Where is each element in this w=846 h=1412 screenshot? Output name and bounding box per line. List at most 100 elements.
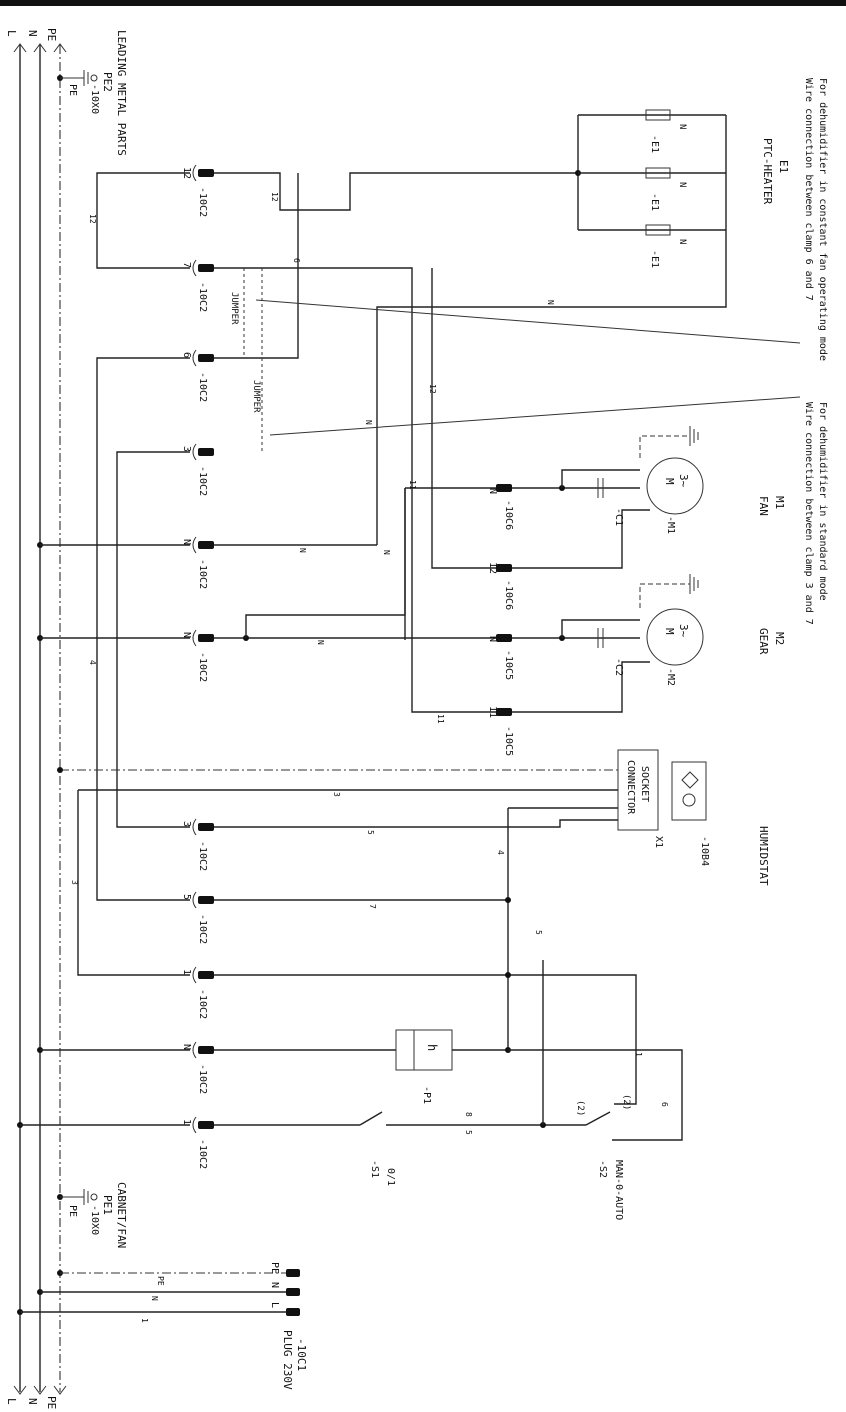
svg-text:8: 8 — [464, 1112, 473, 1117]
svg-text:N: N — [382, 550, 391, 555]
svg-text:-E1: -E1 — [649, 250, 660, 268]
terminal-10c2-label: -10C2 — [197, 466, 208, 496]
svg-text:4: 4 — [496, 850, 505, 855]
notes: Wire connection between clamp 6 and 7 Fo… — [803, 78, 828, 625]
svg-text:N: N — [487, 488, 498, 494]
terminal-10c2-label: -10C2 — [197, 372, 208, 402]
terminal-10c2-pin: N — [181, 539, 192, 545]
humidistat-ref: -10B4 — [699, 836, 710, 866]
terminal-10c2-label: -10C2 — [197, 187, 208, 217]
svg-text:N: N — [316, 640, 325, 645]
pe2-tag: -10X0 — [89, 84, 100, 114]
humidistat-title: HUMIDSTAT — [757, 826, 770, 886]
terminal-hook — [192, 1116, 197, 1134]
fan-sub: M1 — [773, 496, 786, 509]
wiring-upper: JUMPER JUMPER — [37, 115, 801, 901]
plug-ref: -10C1 — [295, 1338, 308, 1371]
pe2-name: PE2 — [101, 72, 114, 92]
svg-text:N: N — [546, 300, 555, 305]
supply-rails — [13, 43, 67, 1395]
pe1-name: PE1 — [101, 1195, 114, 1215]
svg-text:-10C5: -10C5 — [503, 650, 514, 680]
wiring-lower: h -P1 -S1 0/1 -S2 MAN-0-AUTO (2) (2) — [17, 897, 683, 1220]
svg-text:N: N — [677, 239, 687, 244]
terminal-10c2-label: -10C2 — [197, 1064, 208, 1094]
fan-title: FAN — [757, 496, 770, 516]
terminal-hook — [192, 349, 197, 367]
terminal-10c2-label: -10C2 — [197, 914, 208, 944]
plug-10c1: L N PE 1 N PE PLUG 230V -10C1 — [17, 1262, 308, 1390]
terminal-hook — [192, 629, 197, 647]
pe1-desc: CABNET/FAN — [115, 1182, 128, 1248]
rail-label-N-bottom: N — [26, 1398, 39, 1405]
s1-sub: 0/1 — [385, 1168, 396, 1186]
terminal-block-10c2: 12-10C27-10C26-10C23-10C2N-10C2N-10C23-1… — [181, 164, 214, 1169]
connector-socket-x1: CONNECTOR SOCKET X1 -10B4 HUMIDSTAT — [57, 749, 770, 1050]
s2-label: -S2 — [597, 1160, 608, 1178]
svg-text:-E1: -E1 — [649, 135, 660, 153]
plug-pin-PE: PE — [269, 1262, 280, 1274]
terminal-10c2-label: -10C2 — [197, 1139, 208, 1169]
svg-text:5: 5 — [366, 830, 375, 835]
s1-label: -S1 — [369, 1160, 380, 1178]
pe1-tag: -10X0 — [89, 1205, 100, 1235]
svg-text:1: 1 — [634, 1052, 643, 1057]
terminal-10c2-block — [198, 896, 214, 904]
svg-text:SOCKET: SOCKET — [639, 766, 650, 802]
svg-text:12: 12 — [428, 384, 437, 394]
rail-label-N-top: N — [26, 30, 39, 37]
svg-text:5: 5 — [464, 1130, 473, 1135]
terminal-10c2-block — [198, 448, 214, 456]
terminal-hook — [192, 891, 197, 909]
pe2-desc: LEADING METAL PARTS — [115, 30, 128, 156]
svg-text:PE: PE — [156, 1276, 165, 1286]
terminal-hook — [192, 259, 197, 277]
terminal-10c2-block — [198, 1121, 214, 1129]
svg-text:11: 11 — [408, 480, 417, 490]
gear-title: GEAR — [757, 628, 770, 655]
svg-text:6: 6 — [292, 258, 301, 263]
terminal-10c2-label: -10C2 — [197, 989, 208, 1019]
svg-text:N: N — [487, 636, 498, 642]
gear-ref: -M2 — [665, 668, 676, 686]
gear-sub: M2 — [773, 632, 786, 645]
p1-label: -P1 — [421, 1086, 432, 1104]
rail-labels-top: L N PE — [5, 28, 58, 41]
svg-text:12: 12 — [270, 192, 279, 202]
svg-text:-10C6: -10C6 — [503, 580, 514, 610]
terminal-10c2-label: -10C2 — [197, 559, 208, 589]
svg-text:11: 11 — [436, 714, 445, 724]
rail-label-PE-top: PE — [45, 28, 58, 41]
note2-line1: Wire connection between clamp 3 and 7 — [803, 402, 814, 625]
terminal-10c2-pin: 7 — [181, 262, 192, 268]
ground-pe1: PE -10X0 PE1 CABNET/FAN — [57, 1182, 128, 1248]
jumper-label-2: JUMPER — [251, 380, 261, 413]
svg-text:12: 12 — [88, 214, 97, 224]
terminal-10c2-pin: 6 — [181, 352, 192, 358]
svg-text:-10C5: -10C5 — [503, 726, 514, 756]
terminal-hook — [192, 966, 197, 984]
connector-ref: X1 — [653, 836, 664, 848]
rail-label-PE-bottom: PE — [45, 1396, 58, 1409]
svg-text:5: 5 — [534, 930, 543, 935]
terminal-10c2-pin: 1 — [181, 969, 192, 975]
note2-line2: For dehumidifier in standard mode — [817, 402, 828, 601]
heater-title: PTC-HEATER — [761, 138, 774, 205]
terminal-10c2-block — [198, 264, 214, 272]
terminal-hook — [192, 443, 197, 461]
terminal-10c2-label: -10C2 — [197, 282, 208, 312]
svg-text:12: 12 — [487, 562, 498, 574]
terminal-hook — [192, 536, 197, 554]
svg-text:4: 4 — [88, 660, 97, 665]
s2-position: (2) — [575, 1100, 585, 1116]
svg-text:3~: 3~ — [677, 624, 690, 638]
terminal-10c2-block — [198, 971, 214, 979]
svg-text:(2): (2) — [621, 1094, 631, 1110]
svg-text:N: N — [677, 182, 687, 187]
jumper-label-1: JUMPER — [229, 292, 239, 325]
terminal-10c2-pin: 5 — [181, 894, 192, 900]
s2-sub: MAN-0-AUTO — [613, 1160, 624, 1220]
rail-label-L-bottom: L — [5, 1398, 18, 1405]
plug-pin-L: L — [269, 1302, 280, 1308]
fan-motor-m1: M 3~ -C1 -M1 FAN M1 N 12 -10C6 -10C6 — [487, 426, 786, 610]
